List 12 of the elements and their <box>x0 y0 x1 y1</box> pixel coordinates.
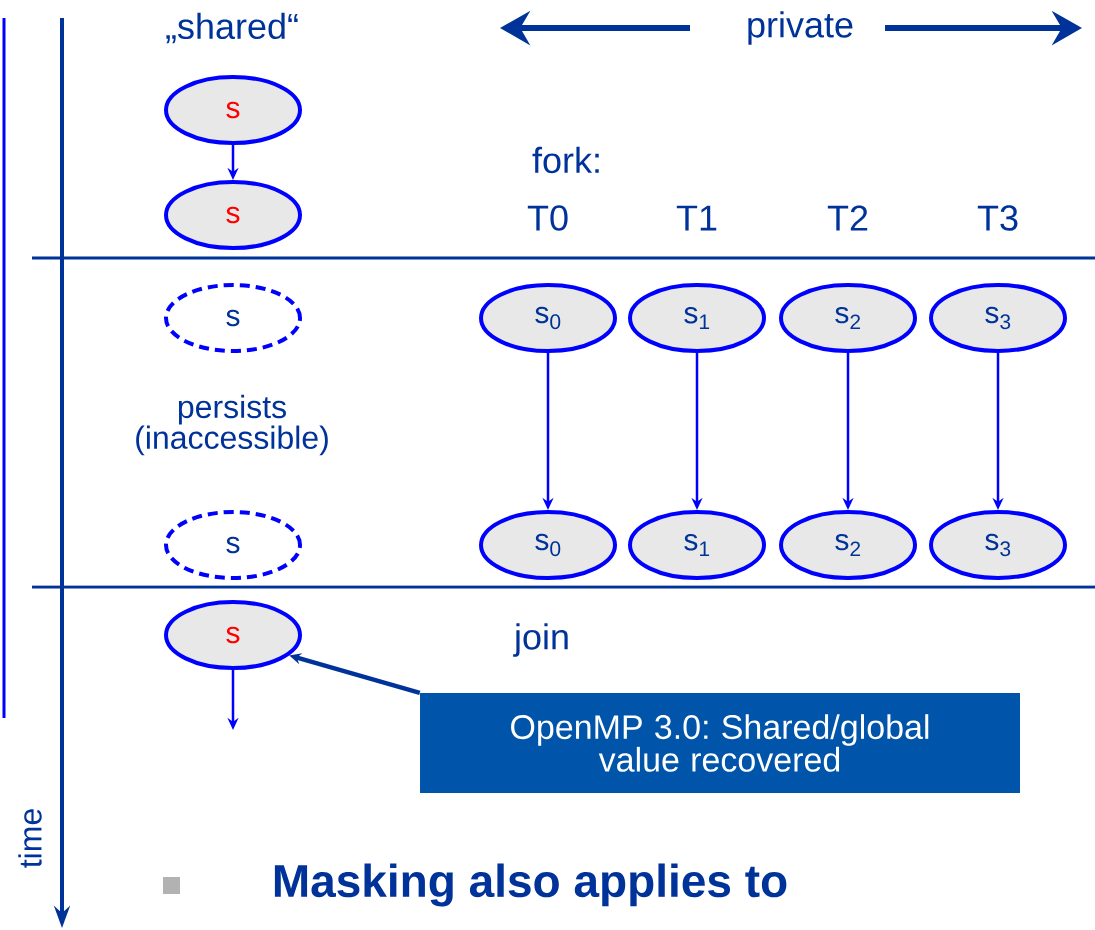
thread-label: T3 <box>977 205 1018 231</box>
note-label: persists (inaccessible) <box>136 394 328 456</box>
step-label: join <box>513 623 568 657</box>
callout-box: OpenMP 3.0: Shared/global value recovered <box>420 693 1020 793</box>
thread-label: T1 <box>676 205 717 231</box>
bullet-text: Masking also applies to <box>274 863 787 907</box>
thread-label: T0 <box>527 205 568 231</box>
step-label: fork: <box>532 146 599 174</box>
axis-label: time <box>18 809 42 868</box>
heading-label: private <box>748 11 853 45</box>
heading-label: „shared“ <box>166 12 298 44</box>
thread-label: T2 <box>827 205 868 231</box>
